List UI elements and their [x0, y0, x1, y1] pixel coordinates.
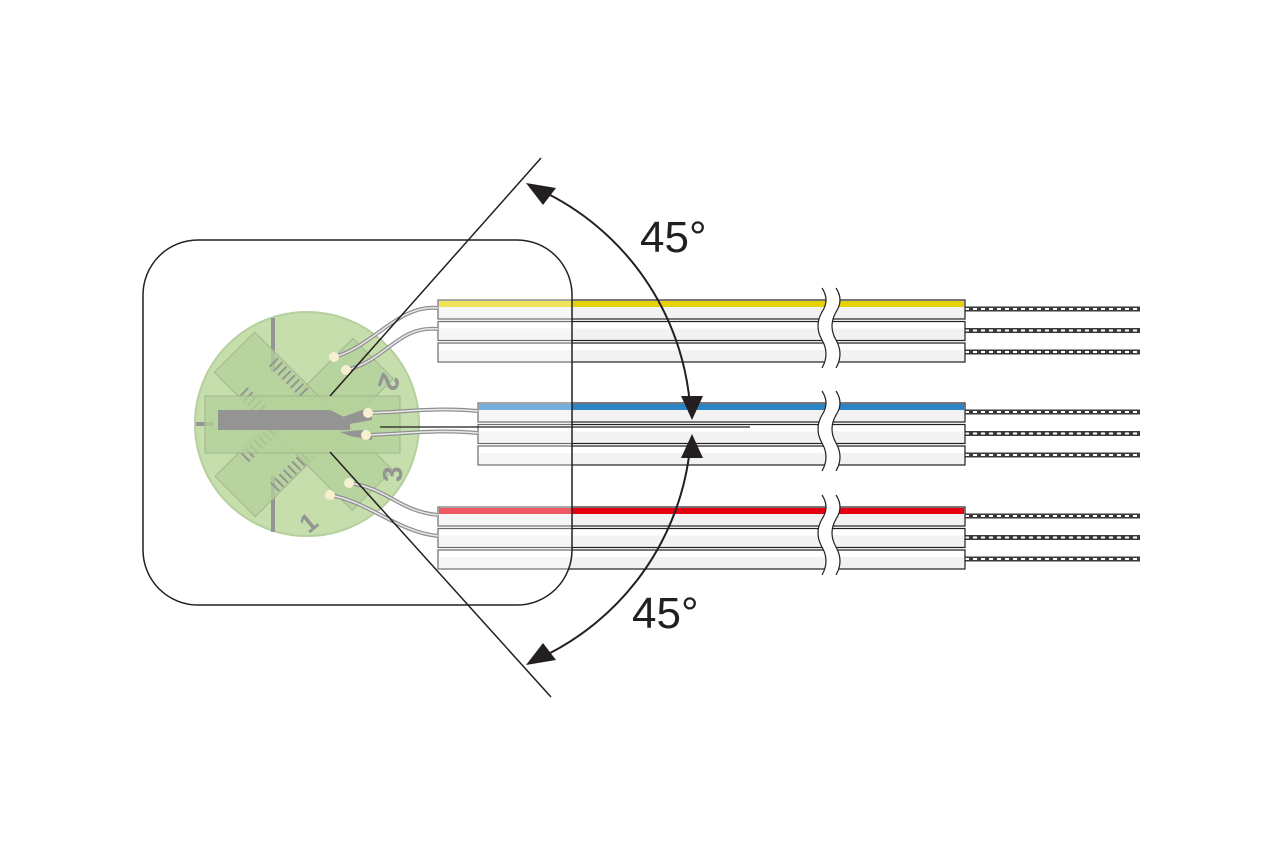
color-stripe [479, 404, 964, 410]
lead-wire-core [329, 494, 439, 537]
wire-highlight [439, 322, 964, 329]
grid-line [239, 387, 250, 398]
break-line [831, 287, 841, 369]
gauge-number-3: 3 [377, 466, 408, 482]
angle-line-upper [329, 157, 542, 397]
solder-point [329, 352, 339, 362]
arrowhead-lower-start [681, 434, 703, 458]
break-line [817, 390, 827, 472]
wire-highlight [439, 529, 964, 536]
lead-wire-core [345, 328, 439, 371]
grid-line [294, 382, 305, 393]
break-line [817, 494, 827, 576]
break-line [817, 287, 827, 369]
break-line [831, 390, 841, 472]
grid-line [240, 452, 251, 463]
grid-line [278, 473, 289, 484]
wire-highlight [439, 344, 964, 350]
grid-line [270, 481, 281, 492]
cable-break [818, 495, 840, 575]
color-stripe [439, 508, 964, 514]
solder-point [325, 490, 335, 500]
solder-point [361, 430, 371, 440]
grid-foil [218, 410, 350, 430]
angle-arc-lower [539, 447, 691, 659]
grid-line [298, 387, 309, 398]
arrowhead-upper-end [681, 396, 703, 420]
arrowhead-upper-start [526, 183, 556, 205]
cable-group-top [437, 287, 1140, 369]
rosette-gauge: 2 3 1 [194, 311, 420, 539]
break-line [831, 494, 841, 576]
protective-pad [142, 239, 573, 606]
strain-grid-3 [204, 395, 401, 454]
grid-line [287, 465, 298, 475]
grid-line [282, 469, 293, 480]
grid-line [290, 378, 300, 389]
solder-point [344, 478, 354, 488]
grid-line [281, 370, 292, 381]
cable-group-middle [477, 390, 1140, 472]
grid-line [277, 366, 288, 376]
arrowhead-lower-end [526, 643, 556, 665]
solder-point [341, 365, 351, 375]
grid-line [291, 460, 302, 471]
wire-highlight [439, 551, 964, 557]
angle-label-upper: 45° [640, 213, 707, 262]
solder-point [363, 408, 373, 418]
grid-line [295, 456, 306, 467]
cable-break [818, 391, 840, 471]
cable-break [818, 288, 840, 368]
lead-wire-core [365, 430, 479, 436]
grid-line [274, 477, 285, 488]
grid-line [268, 357, 279, 368]
wire-highlight [479, 447, 964, 453]
grid-line [273, 361, 283, 372]
angle-label-lower: 45° [632, 589, 699, 638]
grid-line [285, 374, 296, 385]
angle-arc-upper [539, 189, 691, 406]
lead-wire-core [367, 408, 479, 414]
angle-line-lower [329, 451, 552, 698]
lead-wire-core [333, 307, 439, 358]
color-stripe [439, 301, 964, 307]
wire-highlight [479, 425, 964, 432]
